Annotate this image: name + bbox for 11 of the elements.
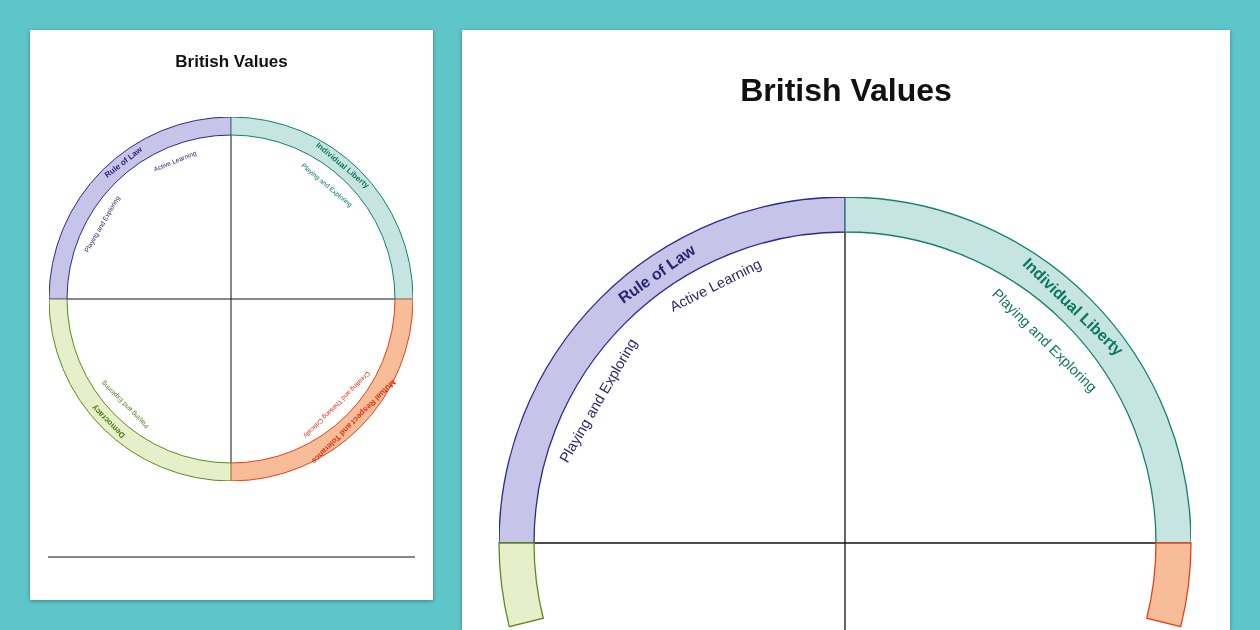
ring-segment (231, 299, 413, 481)
worksheet-page (462, 30, 1230, 630)
ring-segment (499, 197, 845, 543)
ring-segment (49, 117, 231, 299)
ring-segment (845, 197, 1191, 543)
ring-segment (231, 117, 413, 299)
page-title: British Values (739, 72, 953, 109)
ring-segment (49, 299, 231, 481)
page-title: British Values (174, 52, 289, 72)
value-heading: Rule of Law (104, 145, 145, 180)
worksheet-page (30, 30, 433, 600)
